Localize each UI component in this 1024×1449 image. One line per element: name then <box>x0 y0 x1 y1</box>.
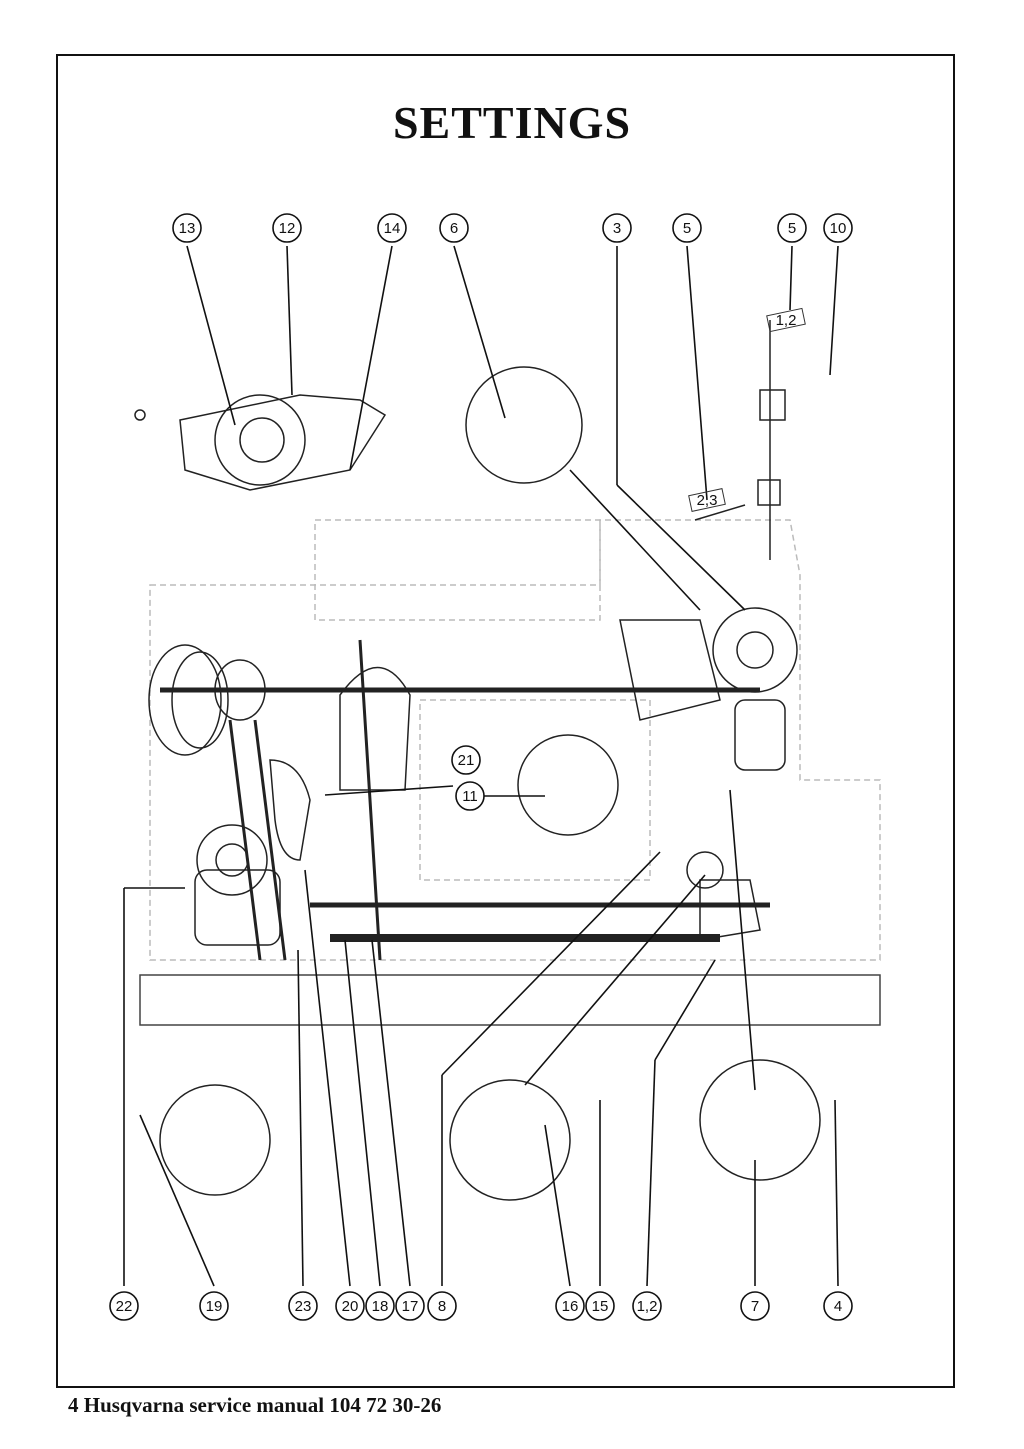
callout-7: 7 <box>740 1291 770 1321</box>
inset-7-4 <box>699 1059 821 1181</box>
callout-17: 17 <box>395 1291 425 1321</box>
svg-text:21: 21 <box>458 752 475 769</box>
needle-bar-detail <box>694 320 786 560</box>
inset-11 <box>517 734 619 836</box>
svg-text:10: 10 <box>830 220 847 237</box>
callout-3: 3 <box>602 213 632 243</box>
svg-text:3: 3 <box>613 220 621 237</box>
callout-1-2: 1,2 <box>632 1291 662 1321</box>
svg-text:7: 7 <box>751 1298 759 1315</box>
svg-text:14: 14 <box>384 220 401 237</box>
callout-19: 19 <box>199 1291 229 1321</box>
svg-text:8: 8 <box>438 1298 446 1315</box>
callout-10: 10 <box>823 213 853 243</box>
page-footer: 4 Husqvarna service manual 104 72 30-26 <box>68 1393 442 1417</box>
callout-4: 4 <box>823 1291 853 1321</box>
motor <box>194 824 281 946</box>
callout-11: 11 <box>455 781 485 811</box>
callout-6: 6 <box>439 213 469 243</box>
svg-text:6: 6 <box>450 220 458 237</box>
page-title: SETTINGS <box>392 97 632 148</box>
callout-21: 21 <box>451 745 481 775</box>
callout-14: 14 <box>377 213 407 243</box>
svg-text:17: 17 <box>402 1298 419 1315</box>
svg-text:5: 5 <box>788 220 796 237</box>
svg-text:22: 22 <box>116 1298 133 1315</box>
part-label-2-3: 2,3 <box>688 488 726 512</box>
machine-body-outline <box>149 519 881 961</box>
svg-text:15: 15 <box>592 1298 609 1315</box>
svg-text:4: 4 <box>834 1298 842 1315</box>
callout-23: 23 <box>288 1291 318 1321</box>
callout-13: 13 <box>172 213 202 243</box>
svg-text:19: 19 <box>206 1298 223 1315</box>
svg-text:1,2: 1,2 <box>776 312 797 329</box>
callout-12: 12 <box>272 213 302 243</box>
handwheel <box>148 644 266 756</box>
svg-text:5: 5 <box>683 220 691 237</box>
callout-20: 20 <box>335 1291 365 1321</box>
callout-5b: 5 <box>777 213 807 243</box>
hook-assembly <box>619 607 798 771</box>
machine-base <box>139 974 881 1026</box>
svg-text:1,2: 1,2 <box>637 1298 658 1315</box>
callout-22: 22 <box>109 1291 139 1321</box>
svg-text:12: 12 <box>279 220 296 237</box>
svg-text:16: 16 <box>562 1298 579 1315</box>
svg-text:11: 11 <box>462 788 478 805</box>
inset-16-15 <box>449 1079 571 1201</box>
callout-5a: 5 <box>672 213 702 243</box>
inset-6 <box>465 366 583 484</box>
callout-8: 8 <box>427 1291 457 1321</box>
svg-text:20: 20 <box>342 1298 359 1315</box>
callout-16: 16 <box>555 1291 585 1321</box>
callout-15: 15 <box>585 1291 615 1321</box>
svg-text:2,3: 2,3 <box>697 492 718 509</box>
svg-text:18: 18 <box>372 1298 389 1315</box>
leader-lines <box>123 245 839 1287</box>
svg-text:13: 13 <box>179 220 196 237</box>
part-label-1-2: 1,2 <box>766 307 806 333</box>
inset-19 <box>159 1084 271 1196</box>
cam-assembly-inset <box>134 394 387 491</box>
callout-18: 18 <box>365 1291 395 1321</box>
page-border <box>56 54 955 1388</box>
svg-text:23: 23 <box>295 1298 312 1315</box>
